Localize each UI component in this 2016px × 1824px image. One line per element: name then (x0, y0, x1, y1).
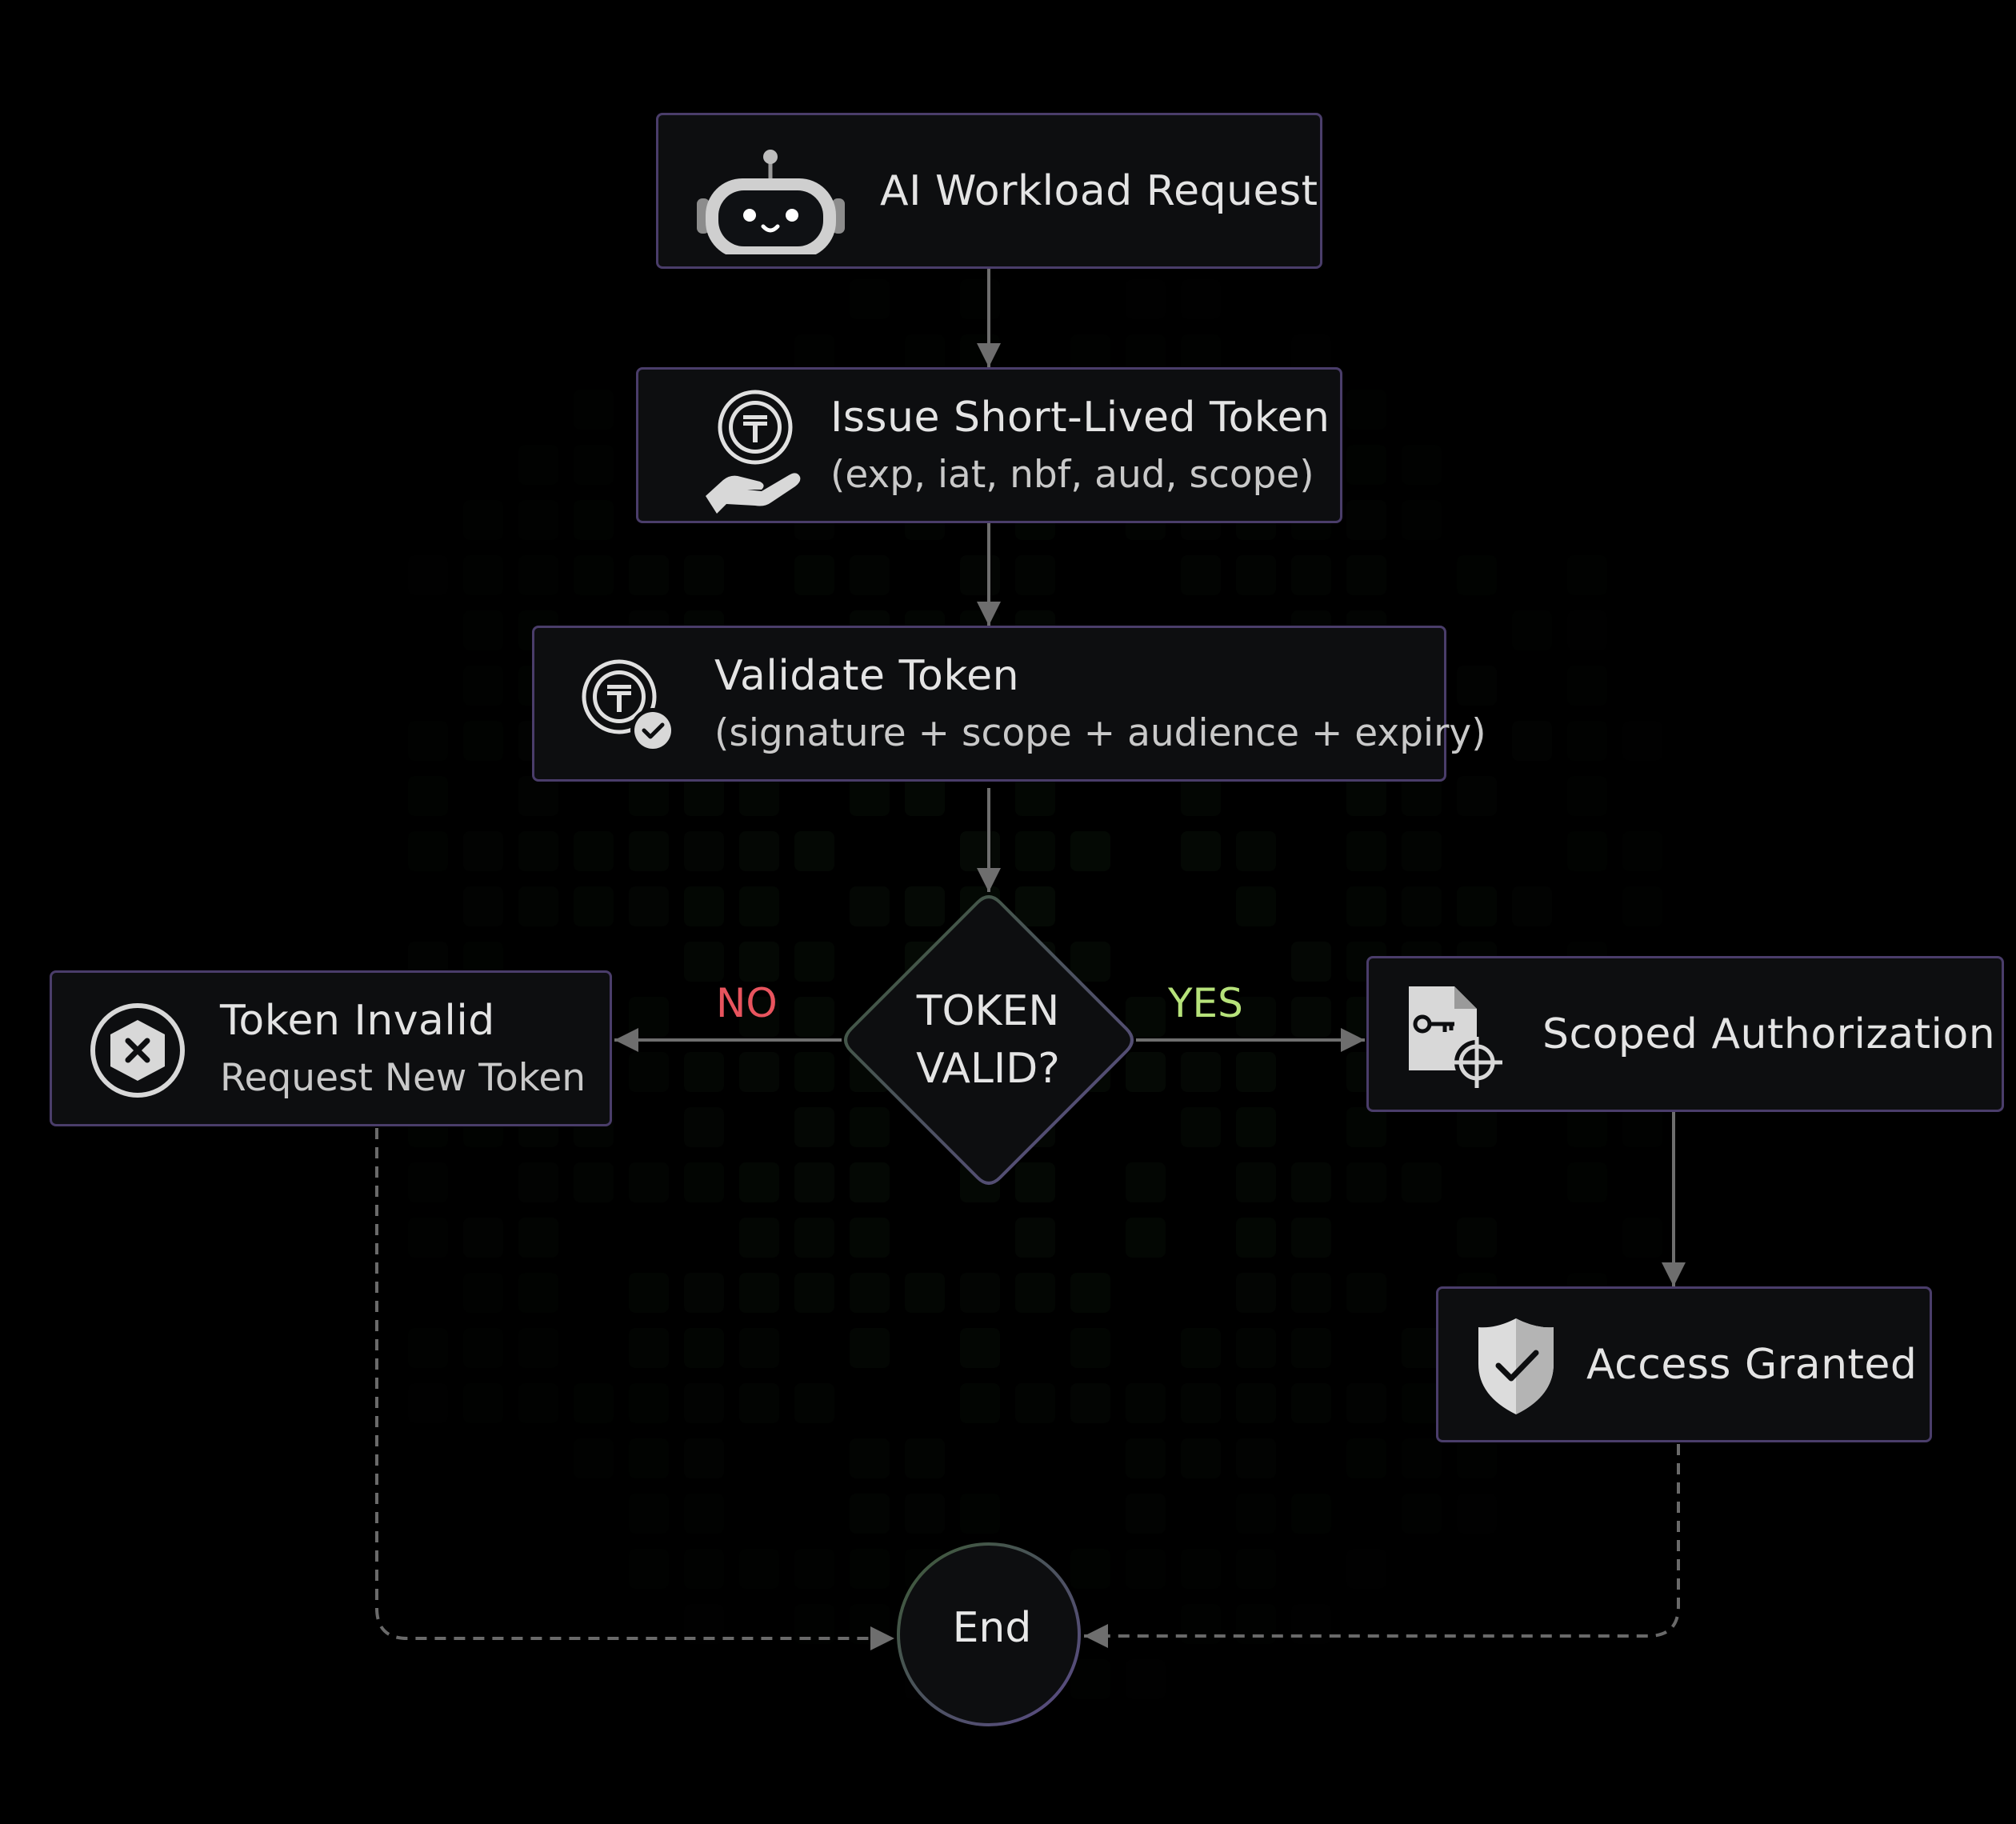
node-title: AI Workload Request (880, 166, 1318, 215)
node-subtitle: Request New Token (220, 1056, 586, 1100)
node-validate-token: Validate Token (signature + scope + audi… (532, 626, 1486, 782)
node-title: Access Granted (1586, 1340, 1918, 1389)
dashed-granted-to-end (1084, 1444, 1680, 1648)
node-token-invalid: Token Invalid Request New Token (50, 970, 612, 1126)
end-text: End (952, 1604, 1032, 1652)
node-ai-workload-request: AI Workload Request (656, 113, 1322, 269)
token-hand-icon (706, 390, 801, 514)
error-x-icon (90, 1003, 185, 1098)
node-title: Token Invalid (220, 997, 495, 1045)
token-check-icon (582, 659, 675, 753)
node-title: Issue Short-Lived Token (830, 394, 1330, 442)
node-scoped-authorization: Scoped Authorization (1366, 956, 2004, 1112)
end-circle (897, 1542, 1081, 1726)
dashed-invalid-to-end (375, 1128, 894, 1650)
node-issue-token: Issue Short-Lived Token (exp, iat, nbf, … (636, 367, 1342, 523)
node-title: Scoped Authorization (1542, 1010, 1996, 1058)
shield-check-icon (1478, 1318, 1554, 1414)
robot-icon (697, 150, 845, 254)
decision-text: TOKEN VALID? (916, 987, 1060, 1093)
node-access-granted: Access Granted (1436, 1286, 1932, 1442)
document-key-target-icon (1409, 986, 1502, 1088)
decision-diamond (844, 895, 1134, 1185)
node-subtitle: (exp, iat, nbf, aud, scope) (830, 453, 1314, 497)
branch-label-yes: YES (1168, 980, 1243, 1026)
node-title: Validate Token (714, 652, 1020, 700)
branch-label-no: NO (716, 980, 778, 1026)
node-subtitle: (signature + scope + audience + expiry) (714, 711, 1486, 755)
